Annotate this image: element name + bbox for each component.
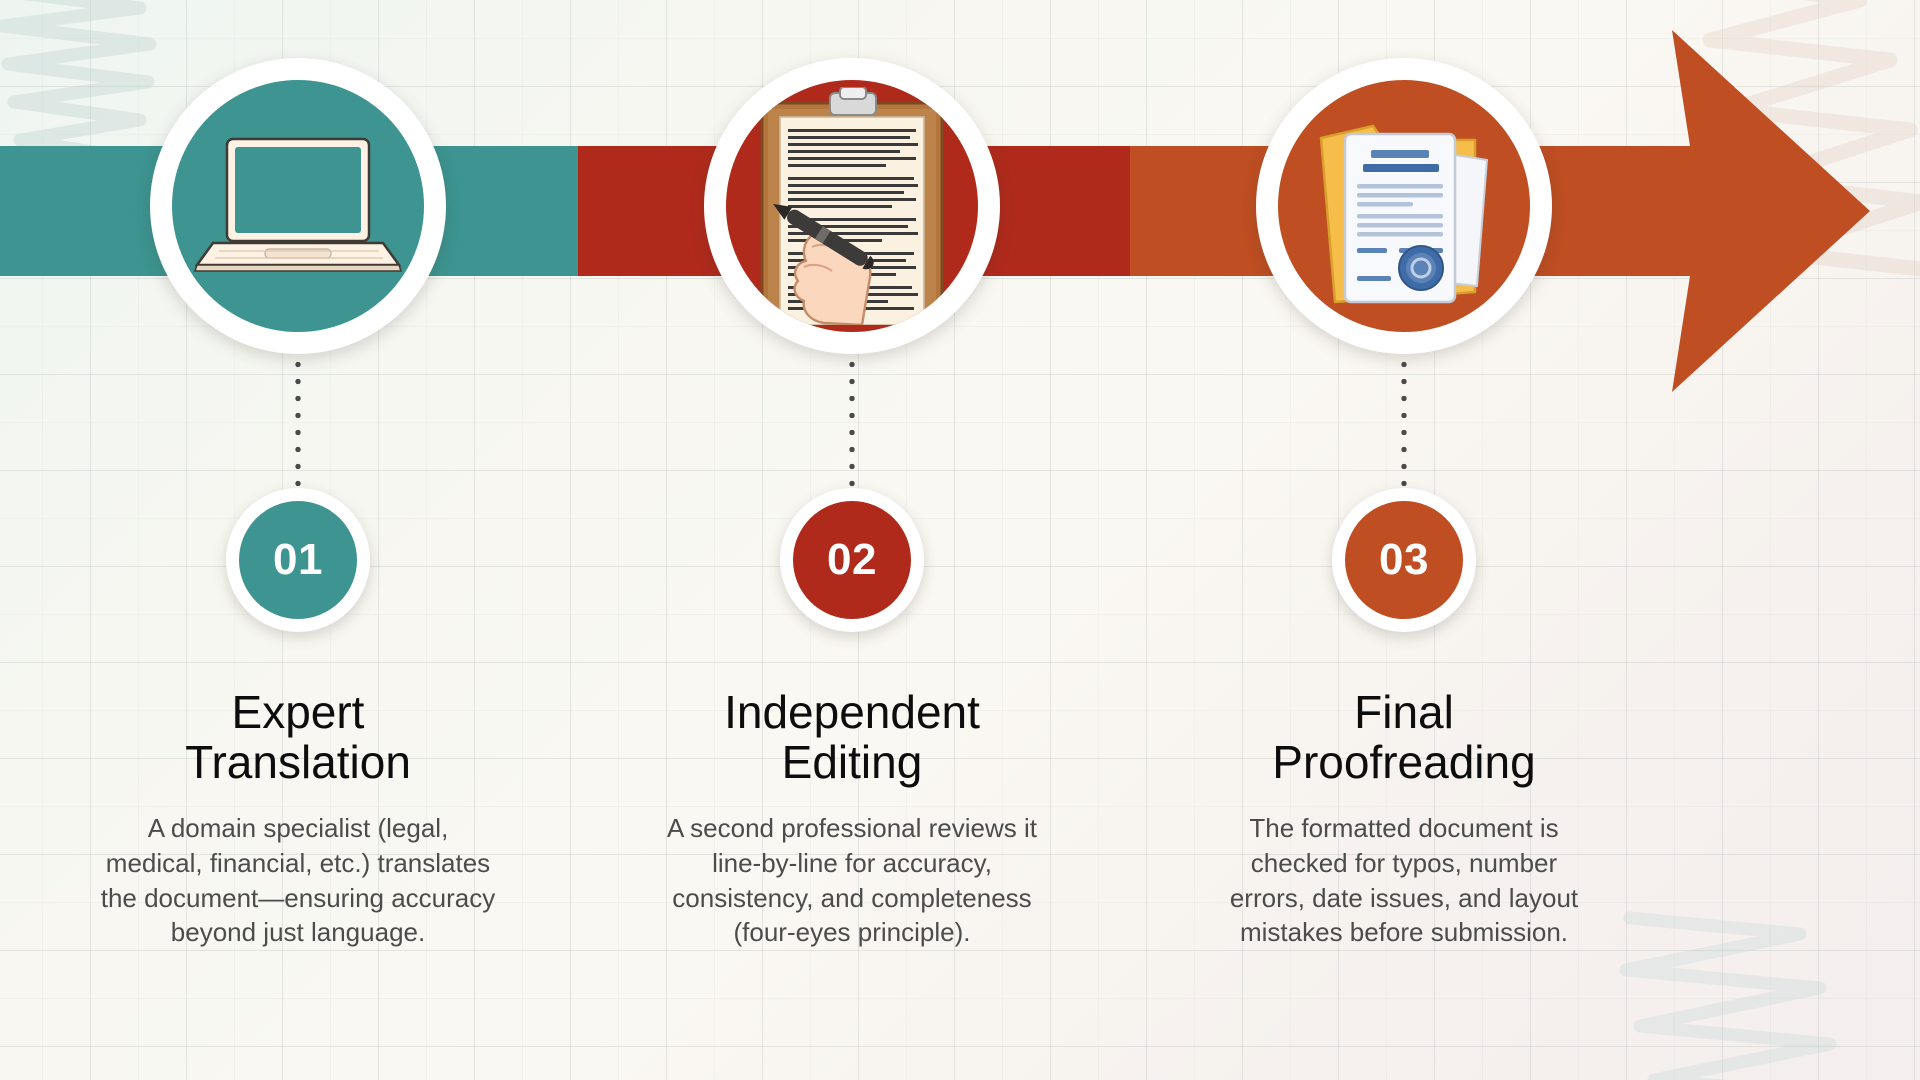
clipboard-hand-pen-icon [760,87,944,325]
step-1-title: Expert Translation [185,686,411,788]
step-1-icon-circle [150,58,446,354]
step-3-number-badge[interactable]: 03 [1332,488,1476,632]
step-3-description: The formatted document is checked for ty… [1229,813,1579,948]
connector-dots-3 [1401,356,1407,496]
step-3-icon-circle [1256,58,1552,354]
step-1-text-column: Expert Translation A domain specialist (… [28,686,568,950]
step-2-number-badge[interactable]: 02 [780,488,924,632]
connector-dots-2 [849,356,855,496]
step-3-text-column: Final Proofreading The formatted documen… [1134,686,1674,950]
connector-dots-1 [295,356,301,496]
step-1-description: A domain specialist (legal, medical, fin… [100,813,496,948]
step-3-number: 03 [1379,535,1429,584]
step-2-text-column: Independent Editing A second professiona… [582,686,1122,950]
step-2-title: Independent Editing [724,686,980,788]
laptop-icon [193,137,403,272]
step-1-number: 01 [273,535,323,584]
documents-seal-icon [1319,124,1489,304]
step-2-description: A second professional reviews it line-by… [667,813,1037,948]
step-3-title: Final Proofreading [1272,686,1536,788]
step-2-number: 02 [827,535,877,584]
step-2-icon-circle [704,58,1000,354]
step-1-number-badge[interactable]: 01 [226,488,370,632]
